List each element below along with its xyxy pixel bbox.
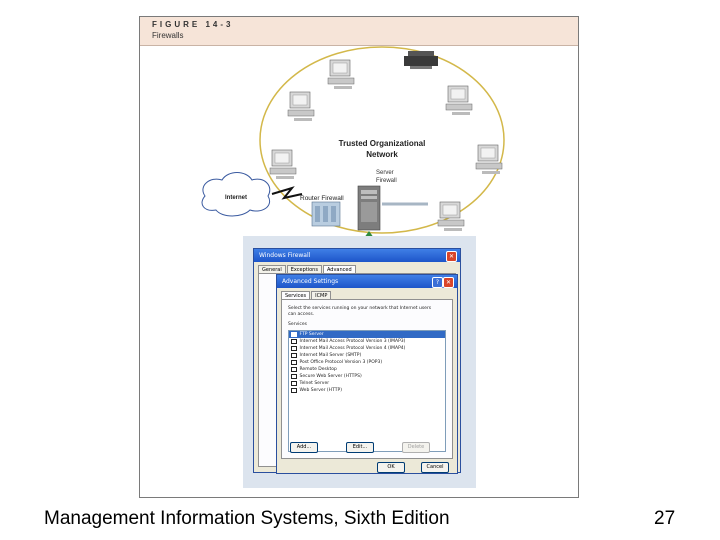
edit-button[interactable]: Edit... — [346, 442, 374, 453]
workstation-icon — [328, 60, 354, 89]
router-firewall-icon — [312, 202, 340, 226]
list-item[interactable]: Remote Desktop — [289, 366, 445, 373]
list-item[interactable]: Secure Web Server (HTTPS) — [289, 373, 445, 380]
service-name: Secure Web Server (HTTPS) — [300, 374, 362, 379]
checkbox[interactable] — [291, 346, 297, 352]
advanced-settings-titlebar: Advanced Settings — [277, 275, 457, 288]
list-item[interactable]: FTP Server — [289, 331, 445, 338]
server-firewall-icon — [358, 186, 380, 230]
trusted-network-label-line2: Network — [366, 150, 398, 159]
advanced-settings-dialog: Advanced Settings ? ✕ Services ICMP Sele… — [276, 274, 458, 474]
service-name: Post Office Protocol Version 3 (POP3) — [300, 360, 383, 365]
windows-firewall-titlebar: Windows Firewall — [254, 249, 460, 262]
checkbox[interactable] — [291, 339, 297, 345]
windows-firewall-title: Windows Firewall — [259, 252, 310, 259]
checkbox[interactable] — [291, 332, 297, 338]
checkbox[interactable] — [291, 388, 297, 394]
add-button[interactable]: Add... — [290, 442, 318, 453]
services-tab-content: Select the services running on your netw… — [281, 299, 453, 459]
cancel-button[interactable]: Cancel — [421, 462, 449, 473]
server-firewall-label-line2: Firewall — [376, 178, 397, 184]
list-item[interactable]: Web Server (HTTP) — [289, 387, 445, 394]
checkbox[interactable] — [291, 360, 297, 366]
router-firewall-label: Router Firewall — [300, 195, 344, 202]
checkbox[interactable] — [291, 367, 297, 373]
close-icon[interactable]: ✕ — [446, 251, 457, 262]
checkbox[interactable] — [291, 374, 297, 380]
service-name: Web Server (HTTP) — [300, 388, 342, 393]
services-label: Services — [288, 322, 307, 327]
list-item[interactable]: Internet Mail Access Protocol Version 4 … — [289, 345, 445, 352]
checkbox[interactable] — [291, 353, 297, 359]
connection-bolt-icon — [272, 188, 302, 198]
trusted-network-label-line1: Trusted Organizational — [339, 139, 426, 148]
workstation-icon — [446, 86, 472, 115]
workstation-icon — [288, 92, 314, 121]
ok-button[interactable]: OK — [377, 462, 405, 473]
advanced-settings-title: Advanced Settings — [282, 278, 338, 285]
checkbox[interactable] — [291, 381, 297, 387]
service-name: Remote Desktop — [300, 367, 337, 372]
footer-title: Management Information Systems, Sixth Ed… — [44, 508, 450, 530]
services-list[interactable]: FTP Server Internet Mail Access Protocol… — [288, 330, 446, 452]
help-icon[interactable]: ? — [432, 277, 443, 288]
internet-label: Internet — [225, 195, 247, 201]
workstation-icon — [270, 150, 296, 179]
printer-icon — [404, 51, 438, 69]
service-name: Internet Mail Server (SMTP) — [300, 353, 362, 358]
workstation-icon — [438, 202, 464, 231]
page-number: 27 — [654, 508, 675, 530]
service-name: FTP Server — [300, 332, 324, 337]
delete-button[interactable]: Delete — [402, 442, 430, 453]
list-item[interactable]: Telnet Server — [289, 380, 445, 387]
close-icon[interactable]: ✕ — [443, 277, 454, 288]
service-name: Internet Mail Access Protocol Version 4 … — [300, 346, 406, 351]
service-name: Internet Mail Access Protocol Version 3 … — [300, 339, 406, 344]
list-item[interactable]: Internet Mail Access Protocol Version 3 … — [289, 338, 445, 345]
service-name: Telnet Server — [300, 381, 330, 386]
list-item[interactable]: Internet Mail Server (SMTP) — [289, 352, 445, 359]
services-description: Select the services running on your netw… — [288, 306, 438, 318]
server-firewall-label-line1: Server — [376, 170, 394, 176]
list-item[interactable]: Post Office Protocol Version 3 (POP3) — [289, 359, 445, 366]
